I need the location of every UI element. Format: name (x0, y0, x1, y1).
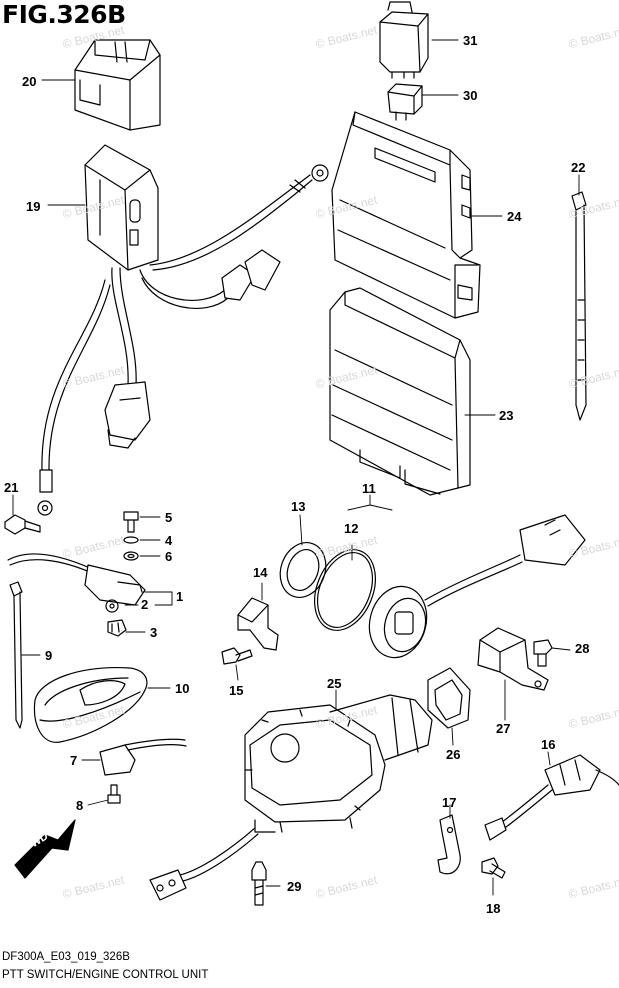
part-5-screw (123, 511, 139, 533)
part-4-washer (123, 536, 139, 544)
callout-8: 8 (76, 798, 84, 813)
callout-17: 17 (442, 795, 457, 810)
callout-3: 3 (150, 625, 158, 640)
part-3-clip (107, 619, 127, 637)
callout-24: 24 (507, 209, 522, 224)
callout-23: 23 (499, 408, 514, 423)
part-13-seal (279, 542, 327, 598)
part-26-boot (427, 667, 471, 729)
callout-9: 9 (45, 648, 53, 663)
part-24-ecu-cover (331, 111, 481, 319)
part-28-bolt (533, 639, 553, 667)
part-6-washer (123, 551, 139, 561)
fwd-arrow-icon (14, 819, 76, 879)
callout-6: 6 (165, 549, 173, 564)
part-31-relay (379, 1, 429, 79)
callout-14: 14 (253, 565, 268, 580)
callout-27: 27 (496, 721, 511, 736)
part-30-relay (387, 83, 423, 121)
part-11-switch-harness (368, 514, 586, 659)
part-9-cable-tie (9, 581, 23, 729)
part-17-clamp (437, 814, 461, 875)
part-22-cable-tie (571, 191, 587, 421)
part-27-bracket (477, 627, 549, 691)
callout-19: 19 (26, 199, 41, 214)
figure-caption: PTT SWITCH/ENGINE CONTROL UNIT (2, 969, 209, 981)
callout-16: 16 (541, 737, 556, 752)
callout-5: 5 (165, 510, 173, 525)
callout-10: 10 (175, 681, 190, 696)
part-25-ptt-motor (149, 694, 433, 901)
callout-12: 12 (344, 521, 359, 536)
callout-28: 28 (575, 641, 590, 656)
callout-18: 18 (486, 901, 501, 916)
callout-1: 1 (176, 589, 184, 604)
reference-code: DF300A_E03_019_326B (2, 951, 130, 963)
callout-30: 30 (463, 88, 478, 103)
callout-21: 21 (4, 480, 19, 495)
callout-2: 2 (141, 597, 149, 612)
part-18-screw (481, 857, 506, 879)
callout-25: 25 (327, 676, 342, 691)
part-29-bolt (251, 861, 267, 906)
callout-13: 13 (291, 499, 306, 514)
part-10-handle-grip (33, 667, 148, 743)
part-23-ecu (329, 287, 471, 496)
leader-lines (12, 39, 580, 896)
figure-title: FIG.326B (2, 0, 126, 29)
part-21-bolt (4, 514, 41, 535)
part-12-o-ring (314, 549, 376, 631)
part-7-switch (99, 738, 187, 776)
callout-29: 29 (287, 879, 302, 894)
part-20-relay-cover (74, 39, 161, 131)
part-16-harness (484, 754, 619, 841)
part-19-harness-module (37, 144, 329, 516)
part-1-ptt-switch-assembly (7, 553, 146, 613)
callout-7: 7 (70, 753, 78, 768)
callout-11: 11 (362, 481, 376, 496)
part-15-bolt (221, 647, 253, 665)
part-8-screw (107, 784, 121, 804)
callout-20: 20 (22, 74, 37, 89)
callout-4: 4 (165, 533, 173, 548)
callout-15: 15 (229, 683, 244, 698)
callout-22: 22 (571, 160, 586, 175)
callout-26: 26 (446, 747, 461, 762)
part-14-bracket (237, 597, 279, 651)
callout-31: 31 (463, 33, 478, 48)
